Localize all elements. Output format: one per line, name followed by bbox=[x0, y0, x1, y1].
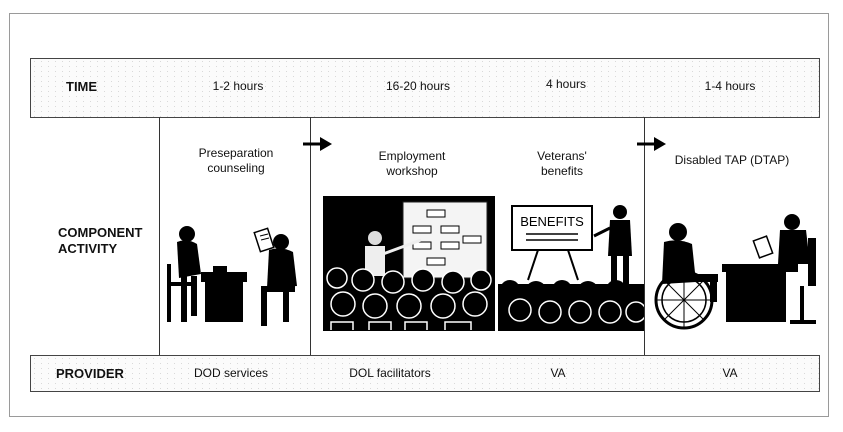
right-arrow-icon bbox=[303, 137, 332, 151]
counseling-meeting-icon bbox=[167, 226, 297, 326]
activity-title-3-line2: benefits bbox=[540, 164, 584, 178]
provider-1: DOD services bbox=[193, 366, 268, 380]
activity-title-4: Disabled TAP (DTAP) bbox=[674, 153, 790, 167]
time-label: TIME bbox=[66, 79, 98, 94]
workshop-presentation-icon bbox=[323, 196, 495, 331]
activity-title-3-line1: Veterans' bbox=[537, 149, 587, 163]
provider-band bbox=[30, 355, 820, 392]
activity-title-1-line2: counseling bbox=[207, 161, 265, 175]
time-duration-2: 16-20 hours bbox=[385, 79, 451, 93]
component-label-line2: ACTIVITY bbox=[58, 241, 118, 256]
time-band bbox=[30, 58, 820, 118]
benefits-sign-text: BENEFITS bbox=[520, 214, 584, 229]
time-duration-1: 1-2 hours bbox=[212, 79, 264, 93]
component-label-line1: COMPONENT bbox=[58, 225, 143, 240]
benefits-presentation-icon: BENEFITS bbox=[498, 205, 644, 331]
provider-label: PROVIDER bbox=[56, 366, 124, 381]
right-arrow-icon bbox=[637, 137, 666, 151]
activity-title-2-line2: workshop bbox=[386, 164, 438, 178]
time-duration-3: 4 hours bbox=[545, 77, 587, 91]
provider-4: VA bbox=[722, 366, 738, 380]
activity-title-2-line1: Employment bbox=[378, 149, 446, 163]
activity-title-1-line1: Preseparation bbox=[198, 146, 274, 160]
column-divider-3 bbox=[644, 117, 645, 355]
wheelchair-counseling-icon bbox=[654, 214, 816, 330]
column-divider-1 bbox=[159, 117, 160, 355]
column-divider-2 bbox=[310, 117, 311, 355]
provider-2: DOL facilitators bbox=[349, 366, 431, 380]
time-duration-4: 1-4 hours bbox=[704, 79, 756, 93]
provider-3: VA bbox=[550, 366, 566, 380]
